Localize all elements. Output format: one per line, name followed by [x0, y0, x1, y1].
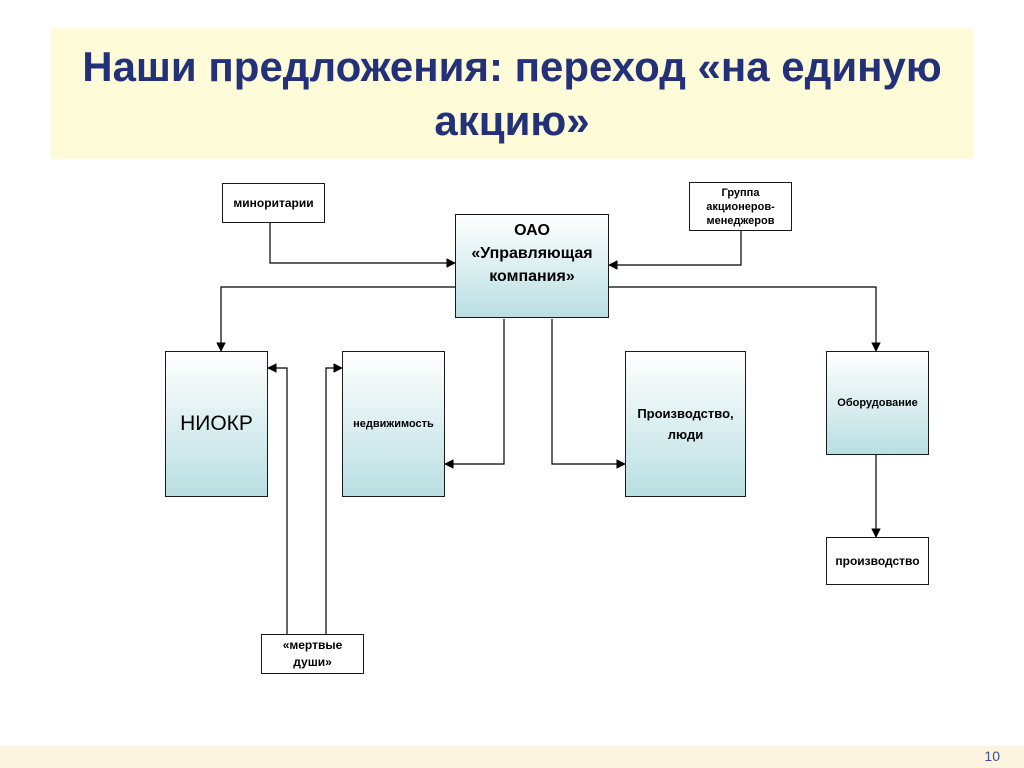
node-mertvye-dushi: «мертвые души»	[261, 634, 364, 674]
node-nedvizhimost: недвижимость	[342, 351, 445, 497]
node-proizvodstvo-lyudi: Производство, люди	[625, 351, 746, 497]
title-band: Наши предложения: переход «на единую акц…	[51, 28, 973, 159]
node-managers-group: Группа акционеров-менеджеров	[689, 182, 792, 231]
node-nedvizhimost-label: недвижимость	[353, 418, 434, 430]
arrow-oao-to-proizvodstvo-lyudi	[551, 319, 626, 469]
page-number: 10	[984, 748, 1000, 764]
arrow-minoritarii-to-oao	[269, 222, 456, 268]
node-mertvye-dushi-label: «мертвые души»	[282, 638, 343, 669]
node-oborudovanie-label: Оборудование	[837, 397, 918, 409]
node-niokr: НИОКР	[165, 351, 268, 497]
node-minoritarii: миноритарии	[222, 183, 325, 223]
node-proizvodstvo-label: производство	[835, 554, 920, 568]
footer-band	[0, 746, 1024, 768]
node-proizvodstvo: производство	[826, 537, 929, 585]
slide-title: Наши предложения: переход «на единую акц…	[82, 42, 942, 144]
arrow-oao-to-oborudovanie	[609, 286, 881, 352]
arrow-oao-to-niokr	[216, 286, 455, 352]
node-oao: ОАО «Управляющая компания»	[455, 214, 609, 318]
node-minoritarii-label: миноритарии	[233, 196, 314, 210]
node-oborudovanie: Оборудование	[826, 351, 929, 455]
node-managers-group-label: Группа акционеров-менеджеров	[706, 186, 775, 227]
arrow-managers-to-oao	[608, 231, 742, 270]
arrow-mertvye-dushi-to-niokr	[267, 363, 288, 634]
arrow-mertvye-dushi-to-nedvizhimost	[325, 363, 343, 634]
node-oao-label: ОАО «Управляющая компания»	[471, 222, 593, 285]
node-proizvodstvo-lyudi-label: Производство, люди	[637, 406, 734, 442]
arrow-oao-to-nedvizhimost	[444, 319, 505, 469]
node-niokr-label: НИОКР	[180, 412, 253, 435]
